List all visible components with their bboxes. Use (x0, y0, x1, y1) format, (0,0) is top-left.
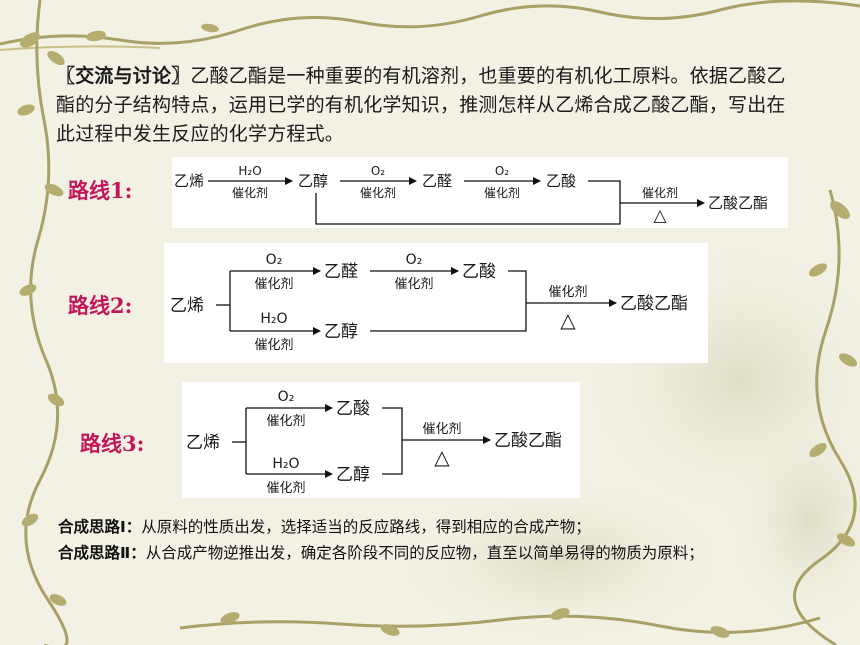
r1-heat-symbol: △ (653, 206, 667, 226)
note-2-text: 从合成产物逆推出发，确定各阶段不同的反应物，直至以简单易得的物质为原料； (145, 544, 704, 562)
note-1-label: 合成思路Ⅰ： (58, 518, 142, 536)
r1-catalyst-3: 催化剂 (484, 185, 520, 200)
r1-final-catalyst: 催化剂 (642, 185, 678, 200)
discussion-paragraph: 〖交流与讨论〗乙酸乙酯是一种重要的有机溶剂，也重要的有机化工原料。依据乙酸乙酯的… (56, 62, 796, 149)
r2-reagent-o2-1: O₂ (266, 252, 283, 268)
r2-reagent-h2o: H₂O (260, 311, 287, 327)
synthesis-notes: 合成思路Ⅰ： 从原料的性质出发，选择适当的反应路线，得到相应的合成产物； 合成思… (58, 516, 828, 568)
route-2-label: 路线2: (68, 293, 133, 318)
r3-catalyst-1: 催化剂 (266, 414, 305, 429)
r1-reagent-o2-2: O₂ (495, 164, 509, 178)
r1-acetic-acid: 乙酸 (546, 172, 576, 190)
r2-catalyst-1: 催化剂 (254, 277, 293, 292)
r1-catalyst-1: 催化剂 (232, 185, 268, 200)
route-1-label: 路线1: (68, 178, 133, 203)
r3-heat-symbol: △ (434, 445, 450, 469)
route-1-diagram: 乙烯 H₂O 催化剂 乙醇 O₂ 催化剂 乙醛 O₂ 催化剂 乙酸 催化剂 △ … (172, 157, 788, 228)
r2-acetic-acid: 乙酸 (462, 262, 496, 282)
r2-catalyst-3: 催化剂 (254, 338, 293, 353)
r3-reagent-o2: O₂ (278, 389, 295, 405)
r2-ethyl-acetate: 乙酸乙酯 (620, 294, 688, 314)
note-1-text: 从原料的性质出发，选择适当的反应路线，得到相应的合成产物； (141, 518, 591, 536)
route-3-label: 路线3: (80, 431, 145, 456)
r1-ethyl-acetate: 乙酸乙酯 (708, 194, 768, 212)
r2-catalyst-2: 催化剂 (394, 277, 433, 292)
r3-catalyst-2: 催化剂 (266, 481, 305, 496)
note-approach-1: 合成思路Ⅰ： 从原料的性质出发，选择适当的反应路线，得到相应的合成产物； (58, 516, 828, 538)
r2-reagent-o2-2: O₂ (406, 252, 423, 268)
r3-ethylene: 乙烯 (186, 433, 220, 453)
note-2-label: 合成思路Ⅱ： (58, 544, 146, 562)
route-3-diagram: 乙烯 O₂ 催化剂 乙酸 H₂O 催化剂 乙醇 催化剂 △ 乙酸乙酯 (182, 382, 580, 498)
r3-final-catalyst: 催化剂 (422, 422, 461, 437)
r2-final-catalyst: 催化剂 (548, 285, 587, 300)
r1-ethanol: 乙醇 (298, 172, 328, 190)
r2-acetaldehyde: 乙醛 (324, 262, 358, 282)
discussion-body: 乙酸乙酯是一种重要的有机溶剂，也重要的有机化工原料。依据乙酸乙酯的分子结构特点，… (56, 65, 786, 145)
r2-heat-symbol: △ (560, 308, 576, 332)
r1-ethylene: 乙烯 (174, 172, 204, 190)
r1-reagent-h2o: H₂O (238, 164, 261, 178)
r1-acetaldehyde: 乙醛 (422, 172, 452, 190)
discussion-heading: 〖交流与讨论〗 (56, 65, 191, 87)
r2-ethylene: 乙烯 (170, 296, 204, 316)
r3-ethyl-acetate: 乙酸乙酯 (494, 431, 562, 451)
r3-ethanol: 乙醇 (336, 465, 370, 485)
r2-ethanol: 乙醇 (324, 322, 358, 342)
route-2-diagram: 乙烯 O₂ 催化剂 乙醛 O₂ 催化剂 乙酸 H₂O 催化剂 乙醇 催化剂 △ … (164, 243, 708, 363)
r3-acetic-acid: 乙酸 (336, 399, 370, 419)
r1-reagent-o2-1: O₂ (371, 164, 385, 178)
note-approach-2: 合成思路Ⅱ： 从合成产物逆推出发，确定各阶段不同的反应物，直至以简单易得的物质为… (58, 542, 828, 564)
r1-catalyst-2: 催化剂 (360, 185, 396, 200)
r3-reagent-h2o: H₂O (272, 456, 299, 472)
